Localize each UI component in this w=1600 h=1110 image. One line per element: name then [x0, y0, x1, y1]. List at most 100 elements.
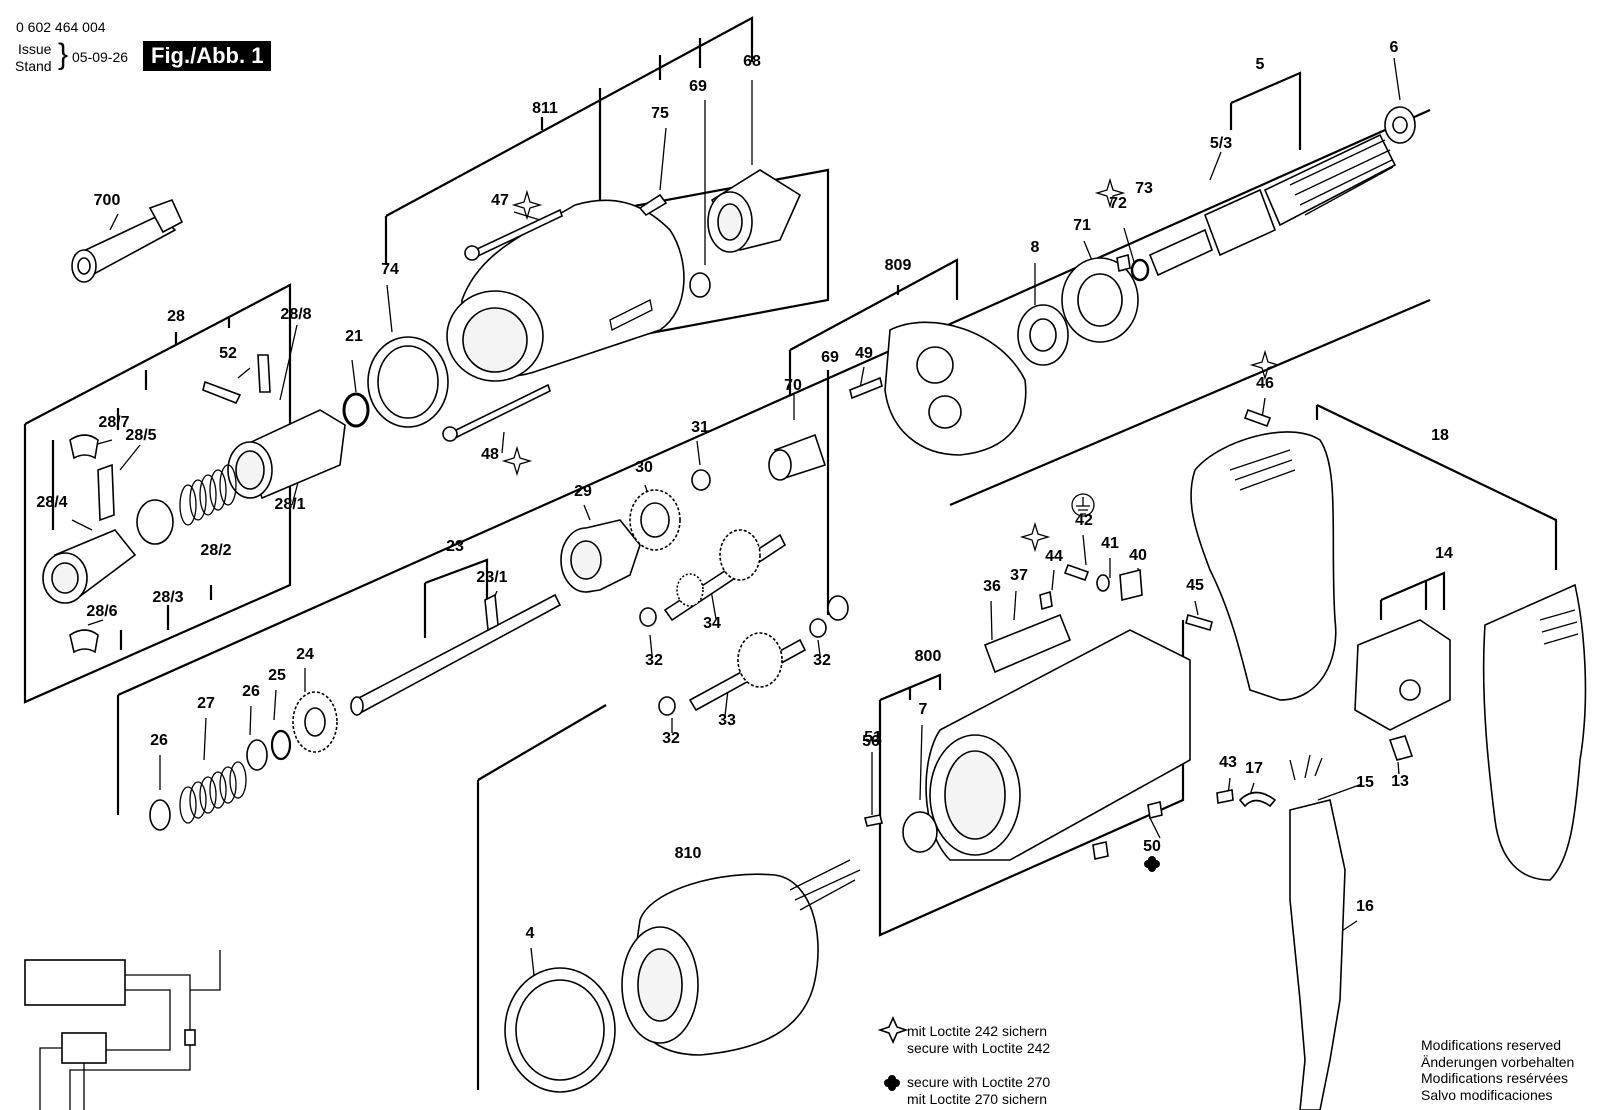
- part-56-pin: [864, 814, 883, 827]
- assembly-brackets: [23, 16, 1558, 1090]
- callout-label: 69: [689, 78, 707, 95]
- callout-label: 17: [1245, 760, 1263, 777]
- callout-label: 25: [268, 667, 286, 684]
- ground-symbol-icon: [1071, 493, 1095, 517]
- brace-glyph: }: [58, 38, 69, 71]
- callout-label: 44: [1045, 548, 1063, 565]
- four-point-star-icon: [877, 1016, 909, 1044]
- callout-label: 28/7: [98, 414, 129, 431]
- callout-label: 70: [784, 377, 802, 394]
- part-68-bushing: [707, 169, 802, 253]
- modifications-fr: Modifications resérvées: [1421, 1070, 1569, 1086]
- modifications-en: Modifications reserved: [1421, 1037, 1562, 1053]
- callout-label: 5/3: [1210, 135, 1232, 152]
- part-32-washer-c: [658, 696, 676, 716]
- callout-label: 28/6: [86, 603, 117, 620]
- callout-label: 74: [381, 261, 399, 278]
- part-32-washer-a: [639, 607, 657, 627]
- part-50-screw: [1147, 801, 1163, 819]
- legend-loctite242-en: secure with Loctite 242: [907, 1040, 1051, 1056]
- part-28-6-segment: [69, 629, 99, 654]
- callout-label: 23/1: [476, 569, 507, 586]
- part-75-pin: [638, 193, 668, 217]
- part-25-ring: [270, 729, 292, 761]
- callout-label: 24: [296, 646, 314, 663]
- callout-label: 28: [167, 308, 185, 325]
- loctite-242-markers: [501, 177, 1281, 553]
- part-52-pin: [202, 380, 242, 405]
- callout-label: 14: [1435, 545, 1453, 562]
- callout-label: 32: [662, 730, 680, 747]
- callout-label: 28/4: [36, 494, 67, 511]
- part-70-sleeve: [768, 433, 827, 481]
- callout-label: 52: [219, 345, 237, 362]
- parts-drawings: [24, 106, 1587, 1110]
- callout-label: 51: [864, 729, 882, 746]
- four-leaf-clover-icon: [884, 1075, 900, 1091]
- part-33-shaft: [688, 632, 807, 712]
- loctite-270-marker: [1144, 856, 1160, 872]
- part-30-gear: [629, 489, 681, 551]
- part-32-washer-b: [809, 618, 827, 638]
- callout-label: 31: [691, 419, 709, 436]
- part-14-switch: [1354, 619, 1451, 731]
- part-42-screw: [1063, 563, 1090, 582]
- part-24-gear: [292, 691, 338, 753]
- callout-label: 28/1: [274, 496, 305, 513]
- part-13-clip: [1388, 735, 1414, 761]
- part-34-shaft: [663, 529, 787, 622]
- part-28-2-spring: [179, 464, 237, 526]
- part-43-screw: [1216, 789, 1234, 804]
- part-28-5-screw: [97, 463, 115, 522]
- figure-label: Fig./Abb. 1: [143, 41, 272, 71]
- callout-label: 6: [1390, 39, 1399, 56]
- callout-label: 46: [1256, 375, 1274, 392]
- stand-label: Stand: [15, 58, 52, 74]
- issue-date: 05-09-26: [72, 49, 129, 65]
- callout-label: 30: [635, 459, 653, 476]
- callout-label: 13: [1391, 773, 1409, 790]
- part-71-plate: [1061, 257, 1139, 343]
- callout-labels: 7008117447756968809871727355/36285228/82…: [36, 39, 1453, 942]
- part-28-3-ring: [136, 499, 174, 545]
- callout-label: 4: [526, 925, 535, 942]
- part-809-bearing-plate: [884, 321, 1027, 456]
- callout-label: 37: [1010, 567, 1028, 584]
- callout-label: 72: [1109, 195, 1127, 212]
- part-700-bit-holder: [71, 198, 184, 283]
- part-26-ring-a: [246, 739, 268, 771]
- part-18-handle-left: [1190, 431, 1337, 701]
- callout-label: 36: [983, 578, 1001, 595]
- callout-label: 48: [481, 446, 499, 463]
- callout-label: 5: [1256, 56, 1265, 73]
- part-810-field-coil: [621, 859, 861, 1056]
- part-18-handle-right: [1482, 583, 1587, 881]
- part-26-ring-b: [149, 799, 171, 831]
- part-17-clamp: [1238, 791, 1277, 808]
- part-6-bearing: [1384, 106, 1416, 144]
- part-49-screw: [849, 376, 883, 400]
- callout-label: 33: [718, 712, 736, 729]
- callout-label: 32: [813, 652, 831, 669]
- callout-label: 75: [651, 105, 669, 122]
- modifications-note: Modifications reserved Änderungen vorbeh…: [1421, 1037, 1574, 1103]
- part-8-bearing: [1017, 304, 1069, 366]
- part-31-washer: [691, 469, 711, 491]
- callout-label: 49: [855, 345, 873, 362]
- callout-label: 26: [242, 683, 260, 700]
- callout-label: 16: [1356, 898, 1374, 915]
- part-29-bearing: [560, 519, 641, 593]
- part-23-spindle: [350, 593, 562, 716]
- callout-label: 56: [862, 733, 880, 750]
- part-5-armature: [1148, 133, 1397, 277]
- part-28-1-sleeve: [227, 409, 346, 500]
- part-800-motor-housing: [925, 629, 1191, 861]
- callout-label: 47: [491, 192, 509, 209]
- legend-loctite270-de: mit Loctite 270 sichern: [907, 1091, 1048, 1107]
- part-51-screw: [1092, 841, 1109, 860]
- callout-label: 28/5: [125, 427, 156, 444]
- legend-loctite270-en: secure with Loctite 270: [907, 1074, 1051, 1090]
- part-7-ring: [902, 811, 938, 853]
- callout-label: 29: [574, 483, 592, 500]
